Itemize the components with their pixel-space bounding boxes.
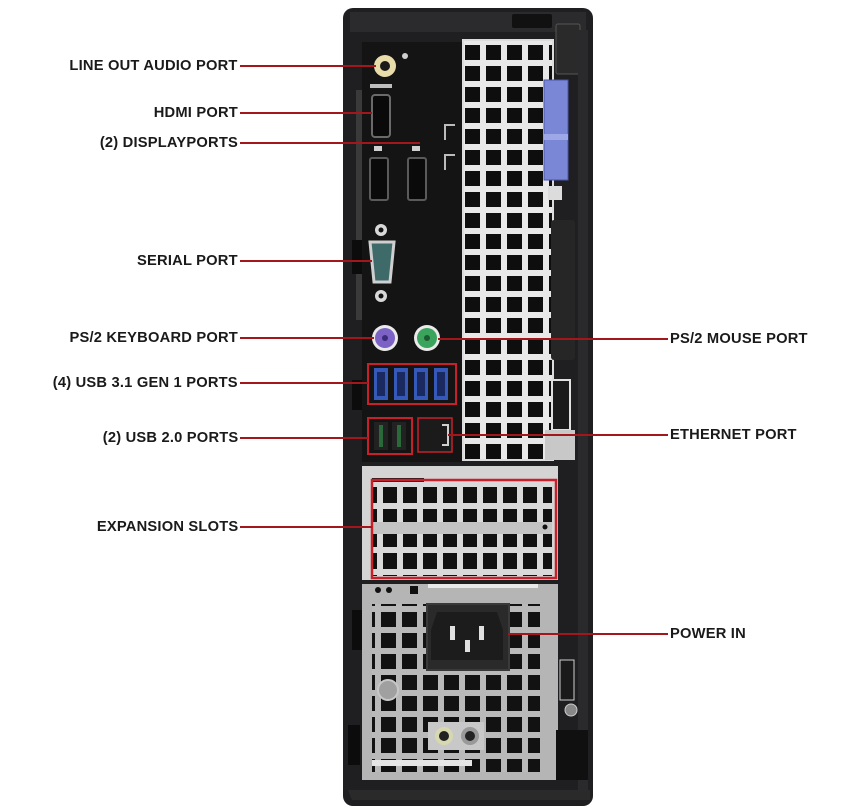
label-displayports: (2) DISPLAYPORTS [99,134,238,151]
label-usb31-ports: (4) USB 3.1 GEN 1 PORTS [52,374,238,391]
label-serial-port: SERIAL PORT [137,252,238,269]
label-line-out-audio-port: LINE OUT AUDIO PORT [69,57,238,74]
label-usb20-ports: (2) USB 2.0 PORTS [102,429,238,446]
label-hdmi-port: HDMI PORT [153,104,238,121]
displayports [369,124,455,201]
ps2-keyboard-port [372,325,398,351]
label-expansion-slots: EXPANSION SLOTS [96,518,238,535]
blue-release-tab [543,79,569,200]
usb20-ports [367,417,413,455]
ps2-mouse-port [414,325,440,351]
line-out-audio-jack [374,53,408,77]
label-ps2-keyboard-port: PS/2 KEYBOARD PORT [69,329,238,346]
label-ps2-mouse-port: PS/2 MOUSE PORT [670,330,808,347]
hdmi-port [370,84,392,138]
label-ethernet-port: ETHERNET PORT [670,426,797,443]
expansion-slots [362,466,558,580]
ethernet-port [417,417,453,453]
serial-port [368,224,396,302]
label-power-in: POWER IN [670,625,746,642]
power-supply [362,584,558,780]
leader-lines [240,65,668,635]
vent-grid [462,39,554,461]
